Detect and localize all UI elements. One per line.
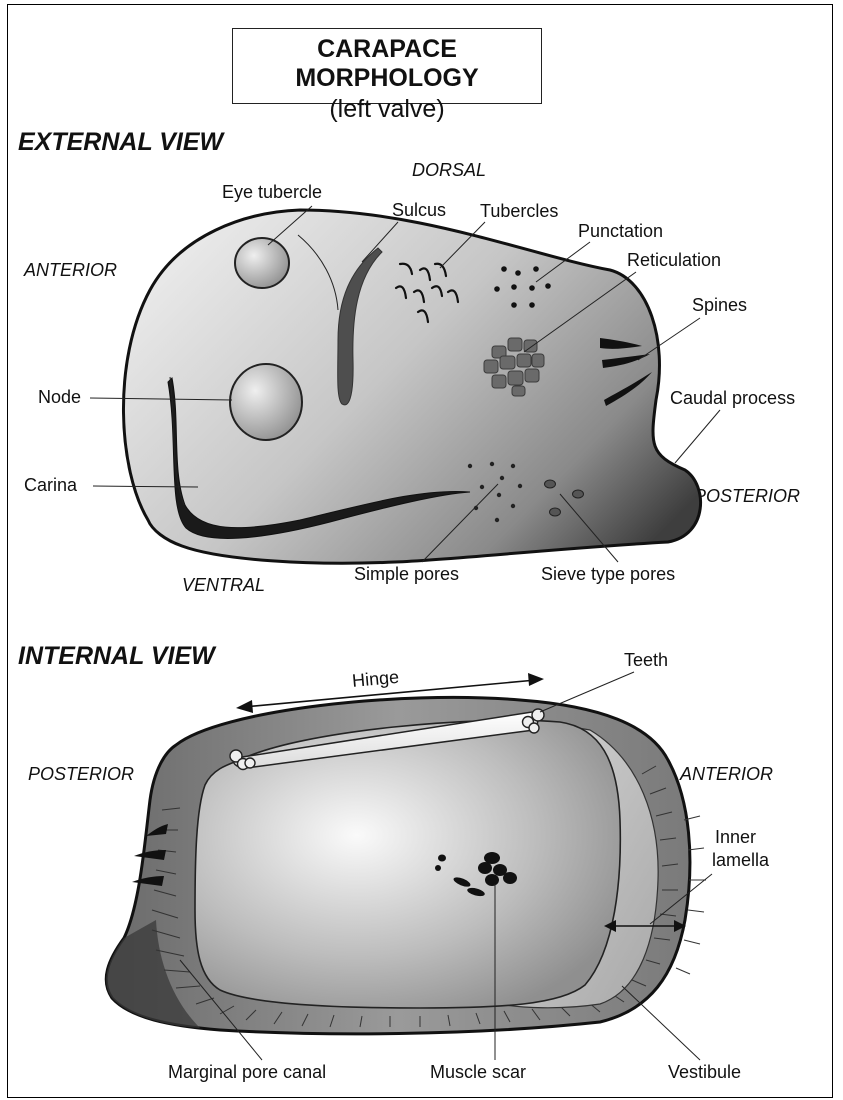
eye-tubercle xyxy=(235,238,289,288)
hinge-label: Hinge xyxy=(351,667,400,691)
inner-lamella-label-2: lamella xyxy=(712,850,770,870)
muscle-scar-label: Muscle scar xyxy=(430,1062,526,1082)
anterior-label: ANTERIOR xyxy=(23,260,117,280)
spines-label: Spines xyxy=(692,295,747,315)
punctation-label: Punctation xyxy=(578,221,663,241)
tubercles-label: Tubercles xyxy=(480,201,558,221)
reticulation-label: Reticulation xyxy=(627,250,721,270)
external-carapace xyxy=(123,210,700,563)
simple-pores-label: Simple pores xyxy=(354,564,459,584)
inner-lamella-label-1: Inner xyxy=(715,827,756,847)
sieve-pores-label: Sieve type pores xyxy=(541,564,675,584)
node xyxy=(230,364,302,440)
caudal-process-label: Caudal process xyxy=(670,388,795,408)
internal-posterior-label: POSTERIOR xyxy=(28,764,134,784)
carina-label: Carina xyxy=(24,475,78,495)
dorsal-label: DORSAL xyxy=(412,160,486,180)
internal-view-heading: INTERNAL VIEW xyxy=(18,642,217,670)
vestibule-label: Vestibule xyxy=(668,1062,741,1082)
node-label: Node xyxy=(38,387,81,407)
sulcus-label: Sulcus xyxy=(392,200,446,220)
teeth-label: Teeth xyxy=(624,650,668,670)
internal-anterior-label: ANTERIOR xyxy=(679,764,773,784)
external-view-heading: EXTERNAL VIEW xyxy=(18,128,226,156)
marginal-pore-canal-label: Marginal pore canal xyxy=(168,1062,326,1082)
ventral-label: VENTRAL xyxy=(182,575,265,595)
eye-tubercle-label: Eye tubercle xyxy=(222,182,322,202)
posterior-label: POSTERIOR xyxy=(694,486,800,506)
